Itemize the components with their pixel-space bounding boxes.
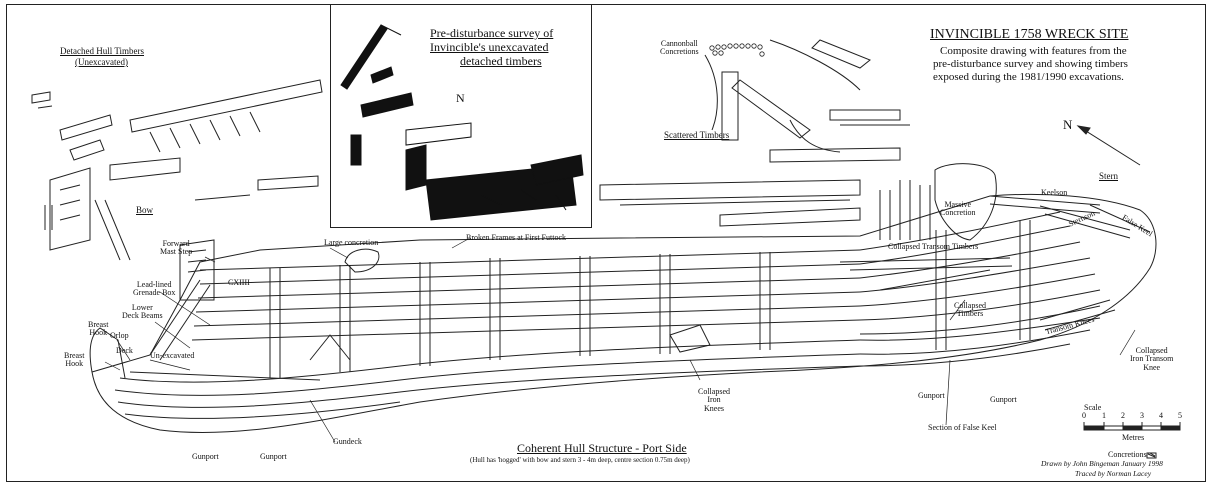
inset-north-label: N	[456, 91, 465, 105]
inset-title-2: Invincible's unexcavated	[430, 40, 549, 54]
bow-heading: Bow	[136, 205, 154, 215]
label-gunport-1: Gunport	[192, 452, 219, 461]
title-line-3: exposed during the 1981/1990 excavations…	[933, 71, 1124, 83]
scale-tick-4: 4	[1159, 411, 1163, 420]
label-collapsed-transom-timbers: Collapsed Transom Timbers	[888, 242, 979, 251]
north-label: N	[1063, 117, 1073, 132]
inset-panel	[330, 4, 592, 228]
scale-title: Scale	[1084, 403, 1102, 412]
coherent-note: (Hull has 'hogged' with bow and stern 3 …	[470, 456, 690, 464]
label-section-false-keel: Section of False Keel	[928, 423, 997, 432]
label-unexcavated: Un-excavated	[150, 351, 195, 360]
title-line-1: Composite drawing with features from the	[940, 45, 1127, 57]
inset-title-1: Pre-disturbance survey of	[430, 26, 554, 40]
label-gunport-3: Gunport	[918, 391, 945, 400]
credit-traced: Traced by Norman Lacey	[1075, 469, 1152, 478]
label-keelson: Keelson	[1041, 188, 1068, 197]
label-broken-frames: Broken Frames at First Futtock	[466, 233, 566, 242]
inset-title-3: detached timbers	[460, 54, 542, 68]
main-title: INVINCIBLE 1758 WRECK SITE	[930, 27, 1129, 42]
scale-tick-3: 3	[1140, 411, 1144, 420]
scale-bar	[1083, 422, 1181, 459]
detached-heading-2: (Unexcavated)	[75, 57, 128, 67]
detached-heading-1: Detached Hull Timbers	[60, 46, 144, 56]
concretions-legend: Concretions	[1108, 450, 1147, 459]
scale-tick-0: 0	[1082, 411, 1086, 420]
label-cxiiii: CXIIII	[228, 278, 250, 287]
label-deck: Deck	[116, 346, 133, 355]
label-gunport-4: Gunport	[990, 395, 1017, 404]
scale-tick-5: 5	[1178, 411, 1182, 420]
scale-tick-2: 2	[1121, 411, 1125, 420]
scattered-heading: Scattered Timbers	[664, 130, 730, 140]
label-gunport-2: Gunport	[260, 452, 287, 461]
title-line-2: pre-disturbance survey and showing timbe…	[933, 58, 1128, 70]
stern-heading: Stern	[1099, 171, 1118, 181]
credit-drawn: Drawn by John Bingeman January 1998	[1041, 459, 1163, 468]
coherent-heading: Coherent Hull Structure - Port Side	[517, 441, 687, 455]
label-gundeck: Gundeck	[333, 437, 362, 446]
scale-tick-1: 1	[1102, 411, 1106, 420]
inset-drawing	[340, 24, 584, 221]
label-orlop: Orlop	[110, 331, 129, 340]
drawing-frame	[6, 4, 1206, 482]
scale-unit: Metres	[1122, 433, 1145, 442]
label-large-concretion: Large concretion	[324, 238, 379, 247]
